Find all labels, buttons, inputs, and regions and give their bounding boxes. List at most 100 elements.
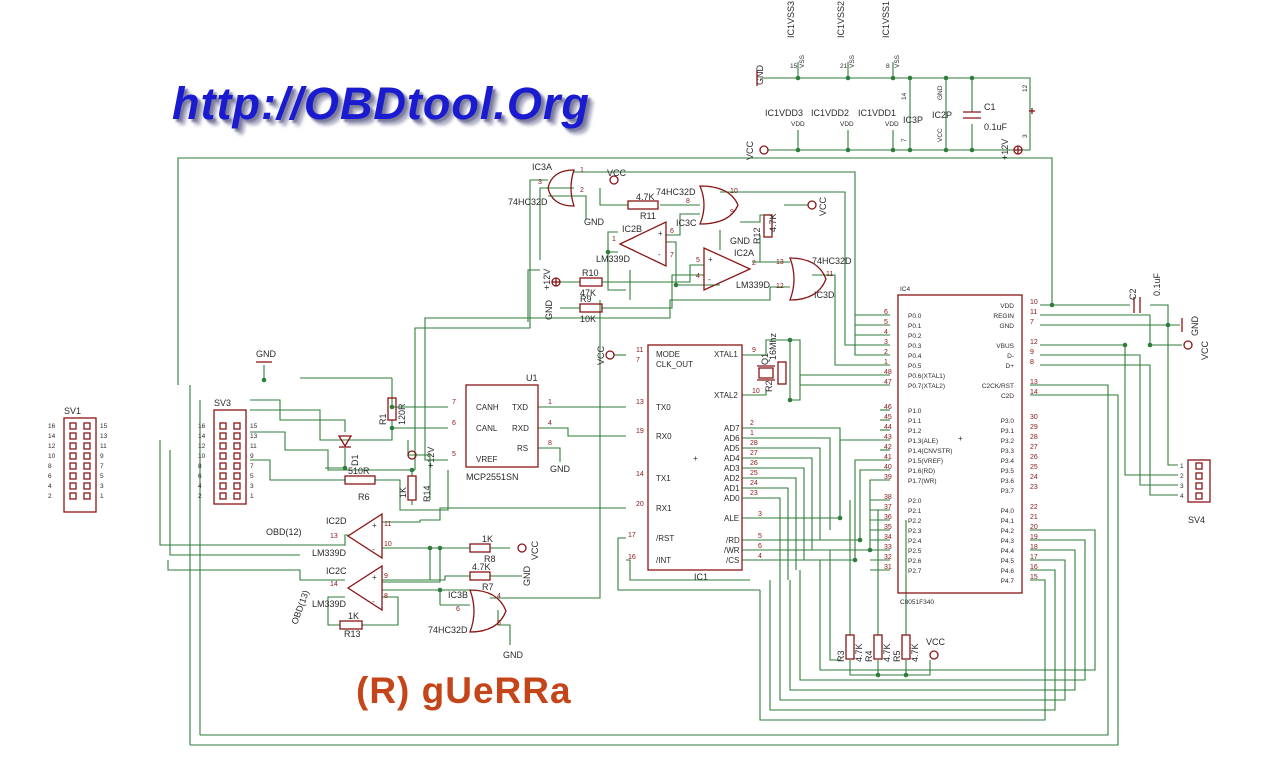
- svg-text:20: 20: [636, 501, 644, 508]
- c1-value: 0.1uF: [984, 122, 1008, 132]
- ic2d-part: LM339D: [312, 548, 347, 558]
- p12-pin-12: 12: [1022, 84, 1029, 92]
- ic2a-part: LM339D: [736, 280, 771, 290]
- ic4-right-pin: 26: [1030, 454, 1038, 461]
- ic4-left-pin: 38: [884, 494, 892, 501]
- sv3-right-pin: 3: [250, 483, 254, 490]
- svg-text:R9: R9: [580, 294, 592, 304]
- svg-text:3: 3: [538, 179, 542, 186]
- sv4-pin: 4: [1180, 493, 1184, 500]
- ic3p-label: IC3P: [903, 115, 923, 125]
- ic4-right-pin: 25: [1030, 464, 1038, 471]
- svg-text:11: 11: [636, 347, 643, 354]
- ic4-right-label: P3.5: [1001, 468, 1015, 475]
- svg-text:2: 2: [752, 260, 756, 267]
- svg-text:5: 5: [497, 620, 501, 627]
- sv3-pad: [219, 472, 227, 480]
- sv1-pad: [69, 472, 77, 480]
- ic4-left-label: P1.7(WR): [908, 478, 937, 485]
- svg-text:1: 1: [612, 236, 616, 243]
- svg-text:/WR: /WR: [724, 546, 740, 555]
- ic3d-part: 74HC32D: [812, 256, 852, 266]
- svg-text:/INT: /INT: [656, 556, 671, 565]
- svg-text:C8051F340: C8051F340: [900, 599, 934, 606]
- svg-text:25: 25: [750, 470, 758, 477]
- ic4-right-label: D-: [1007, 353, 1014, 360]
- svg-text:ALE: ALE: [724, 514, 739, 523]
- ic3b-name: IC3B: [448, 590, 468, 600]
- vcc-ic1: VCC: [596, 345, 606, 365]
- ic4-left-label: P0.3: [908, 343, 922, 350]
- ic4-right-label: P4.4: [1001, 548, 1015, 555]
- sv3-right-pin: 1: [250, 493, 254, 500]
- svg-text:AD1: AD1: [724, 484, 740, 493]
- ic4-left-pin: 48: [884, 369, 892, 376]
- sv3-right-pin: 13: [250, 433, 258, 440]
- ic4-right-pin: 29: [1030, 424, 1038, 431]
- ic4-right-label: P4.6: [1001, 568, 1015, 575]
- svg-text:8: 8: [384, 593, 388, 600]
- svg-text:12: 12: [776, 283, 784, 290]
- ic4-left-pin: 41: [884, 454, 892, 461]
- svg-text:47K: 47K: [580, 288, 596, 298]
- resistors: 4.7K R11 4.7K R12 VCC GND R10 47K R9 10K…: [339, 192, 946, 662]
- gate-ic3b: IC3B 74HC32D 4 5 6 GND: [428, 589, 524, 660]
- ic4-right-label: P4.3: [1001, 538, 1015, 545]
- ic4-right-label: D+: [1006, 363, 1015, 370]
- sv3-pad: [233, 442, 241, 450]
- ic4-right-label: VDD: [1000, 303, 1014, 310]
- ic4-left-pin: 44: [884, 424, 892, 431]
- svg-text:6: 6: [456, 606, 460, 613]
- svg-text:13: 13: [330, 533, 338, 540]
- gate-ic3d: 74HC32D IC3D 13 12 11: [776, 256, 852, 301]
- ic4-left-pin: 2: [884, 349, 888, 356]
- sv1-left-pin: 10: [48, 453, 56, 460]
- ic4-left-pin: 3: [884, 339, 888, 346]
- sv1-right-pin: 13: [100, 433, 108, 440]
- ic2p-label: IC2P: [932, 110, 952, 120]
- svg-text:17: 17: [628, 532, 636, 539]
- sv4-pad: [1195, 482, 1203, 490]
- svg-text:6: 6: [758, 543, 762, 550]
- svg-text:14: 14: [330, 581, 338, 588]
- ic4-left-label: P2.5: [908, 548, 922, 555]
- signature-text: (R) gUeRRa: [356, 670, 572, 711]
- sv1-pad: [83, 452, 91, 460]
- svg-text:CANH: CANH: [476, 403, 499, 412]
- svg-text:SV4: SV4: [1188, 515, 1205, 525]
- gnd-c2: GND: [1190, 316, 1200, 337]
- ic4-right-pin: 28: [1030, 434, 1038, 441]
- sv3-pad: [233, 452, 241, 460]
- p12v-r14: +12V: [426, 447, 436, 468]
- svg-text:SV3: SV3: [214, 398, 231, 408]
- svg-text:AD2: AD2: [724, 474, 740, 483]
- ic2a-name: IC2A: [734, 248, 754, 258]
- sv1-pad: [83, 432, 91, 440]
- sv3-pad: [219, 432, 227, 440]
- svg-text:AD4: AD4: [724, 454, 740, 463]
- svg-text:7: 7: [670, 252, 674, 259]
- ic4-left-pin: 36: [884, 514, 892, 521]
- svg-text:/RST: /RST: [656, 534, 674, 543]
- ic4-left-label: P1.6(RD): [908, 468, 935, 475]
- comparator-ic2a: IC2A LM339D 2 5 4 +-: [696, 246, 771, 292]
- svg-text:13: 13: [636, 399, 644, 406]
- svg-text:MCP2551SN: MCP2551SN: [466, 472, 519, 482]
- svg-text:10: 10: [730, 188, 738, 195]
- power-section: GND IC1VSS3 IC1VSS2 IC1VSS1 15 21 8 VSS …: [745, 1, 1035, 160]
- ic2p-vcc: VCC: [937, 128, 944, 142]
- svg-text:TX1: TX1: [656, 474, 671, 483]
- vdd-tag-3: VDD: [791, 121, 805, 128]
- svg-text:AD3: AD3: [724, 464, 740, 473]
- svg-text:16Mhz: 16Mhz: [768, 332, 778, 360]
- sv3-right-pin: 15: [250, 423, 258, 430]
- svg-text:4.7K: 4.7K: [472, 562, 491, 572]
- ic4-left-label: P1.3(ALE): [908, 438, 938, 445]
- ic4-left-pin: 45: [884, 414, 892, 421]
- ic4-left-label: P1.0: [908, 408, 922, 415]
- ic4-right-pin: 18: [1030, 544, 1038, 551]
- ic4-right-pin: 22: [1030, 504, 1038, 511]
- ic4-left-label: P1.5(VREF): [908, 458, 943, 465]
